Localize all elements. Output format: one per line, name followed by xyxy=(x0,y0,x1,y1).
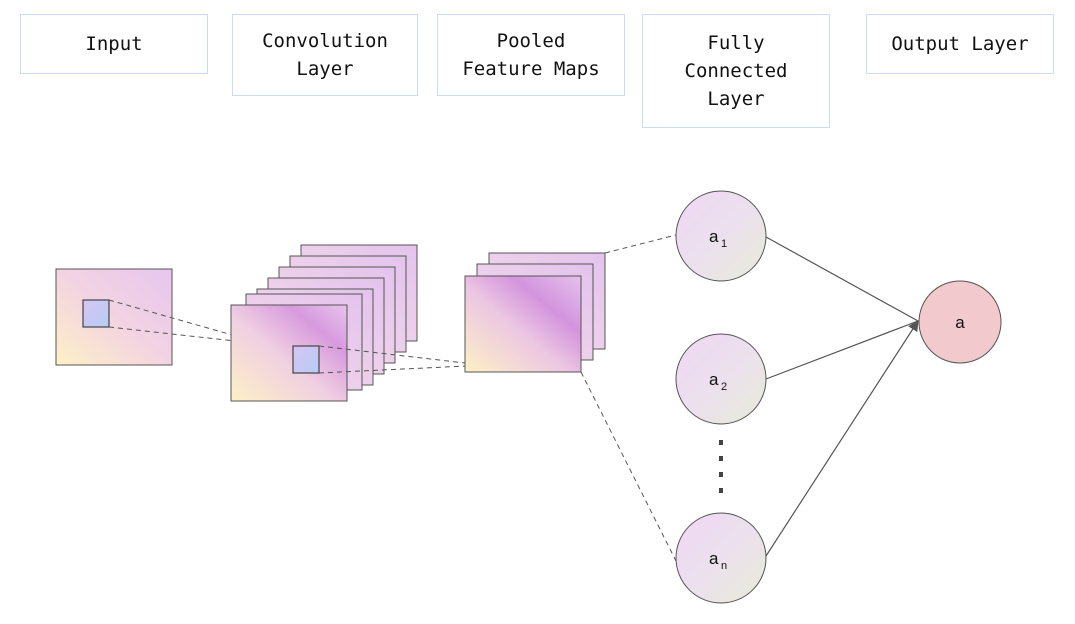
output-node: a xyxy=(918,280,1002,364)
pooled-feature-maps xyxy=(464,252,606,373)
svg-text:a: a xyxy=(709,227,719,246)
svg-text:a: a xyxy=(709,549,719,568)
fc-node-a2: a 2 xyxy=(675,333,767,425)
input-kernel xyxy=(82,299,110,328)
label-output-layer: Output Layer xyxy=(866,14,1054,74)
svg-text:2: 2 xyxy=(721,381,727,393)
an-to-output-line xyxy=(765,320,919,557)
svg-text:a: a xyxy=(955,313,965,332)
conv-to-pool-line-bottom xyxy=(318,364,489,374)
ellipsis-dots xyxy=(719,440,723,493)
svg-text:1: 1 xyxy=(721,238,727,250)
svg-text:n: n xyxy=(721,560,727,572)
label-input: Input xyxy=(20,14,208,74)
conv-to-pool-line-top xyxy=(318,345,466,364)
a1-to-output-line xyxy=(765,236,919,322)
conv-kernel xyxy=(292,345,320,374)
label-fully-connected-layer: Fully Connected Layer xyxy=(642,14,830,128)
fc-node-a1: a 1 xyxy=(675,190,767,282)
convolution-feature-maps xyxy=(230,244,418,402)
pool-to-a1-line xyxy=(604,234,677,254)
label-pooled-feature-maps: Pooled Feature Maps xyxy=(437,14,625,96)
svg-text:a: a xyxy=(709,370,719,389)
pool-to-an-line xyxy=(580,371,677,562)
label-convolution-layer: Convolution Layer xyxy=(232,14,418,96)
input-image xyxy=(55,268,173,366)
a2-to-output-line xyxy=(765,320,919,380)
fc-node-an: a n xyxy=(675,512,767,604)
